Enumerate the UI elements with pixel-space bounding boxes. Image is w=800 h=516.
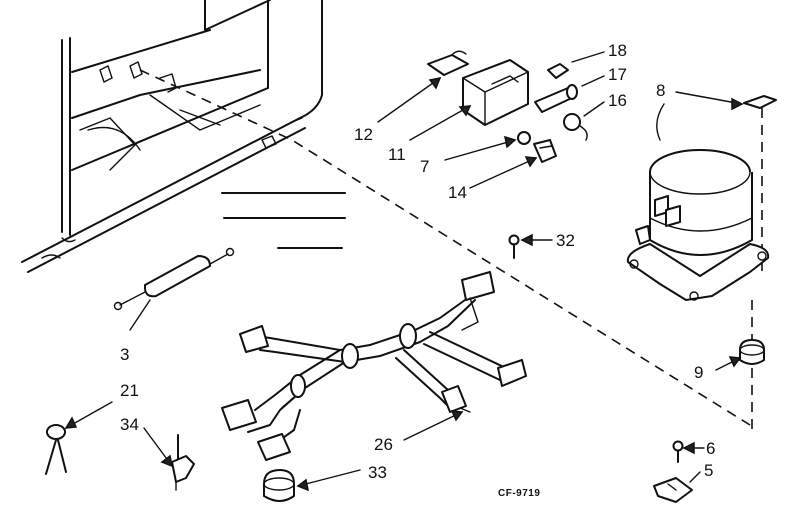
arrowhead-12	[428, 76, 442, 90]
part-label-16: 16	[608, 91, 627, 110]
arrowhead-34	[160, 454, 174, 468]
arrowhead-33	[296, 478, 310, 492]
leader-line-8-compressor	[656, 103, 665, 141]
plug-part-21	[45, 424, 67, 475]
wire-loop-part	[563, 113, 588, 141]
motion-lines	[221, 192, 346, 249]
bracket-part-34	[171, 434, 195, 491]
arrowhead-11	[458, 105, 472, 117]
part-label-14: 14	[448, 183, 467, 202]
screw-part-32	[508, 234, 520, 259]
compressor-part	[626, 149, 770, 301]
drawing-code: CF-9719	[498, 488, 540, 499]
leader-line-12	[377, 77, 441, 123]
part-label-32: 32	[556, 231, 575, 250]
arrowhead-7	[504, 135, 517, 149]
leader-line-8	[675, 91, 743, 105]
part-label-17: 17	[608, 65, 627, 84]
grommet-part-33	[263, 469, 295, 502]
part-label-11: 11	[388, 145, 406, 164]
terminal-part	[533, 139, 557, 163]
part-label-12: 12	[354, 125, 373, 144]
leader-line-5	[689, 471, 701, 483]
grommet-part-9	[739, 339, 765, 365]
arrowhead-9	[728, 356, 742, 368]
leader-line-17	[581, 75, 605, 87]
leader-line-7	[444, 139, 516, 161]
leader-line-16	[583, 101, 605, 117]
small-cap-part	[547, 63, 569, 79]
leader-line-3	[129, 299, 151, 331]
part-label-8: 8	[656, 81, 665, 100]
arrowhead-32	[520, 233, 533, 247]
arrowhead-6	[682, 441, 695, 455]
bracket-clip-part	[427, 50, 469, 76]
clip-part-5	[653, 477, 693, 503]
part-label-9: 9	[694, 363, 703, 382]
leader-line-14	[469, 157, 537, 189]
refrigerator-cabinet	[21, 0, 323, 273]
part-label-7: 7	[420, 157, 429, 176]
wiring-harness-part	[221, 271, 527, 461]
part-label-3: 3	[120, 345, 129, 364]
part-label-34: 34	[120, 415, 139, 434]
relay-cover-part	[462, 59, 529, 126]
overload-part	[517, 131, 531, 145]
capacitor-part	[113, 247, 235, 311]
part-label-18: 18	[608, 41, 627, 60]
arrowhead-21	[64, 416, 78, 429]
part-label-33: 33	[368, 463, 387, 482]
leader-line-11	[409, 105, 471, 141]
screw-part-6	[672, 440, 684, 463]
leader-line-33	[297, 469, 361, 487]
mounting-clip-part	[743, 95, 777, 109]
assembly-line-main	[139, 69, 751, 426]
leader-line-18	[571, 51, 605, 63]
part-label-26: 26	[374, 435, 393, 454]
part-label-5: 5	[704, 461, 713, 480]
part-label-21: 21	[120, 381, 139, 400]
arrowhead-14	[524, 156, 538, 168]
tube-part	[534, 84, 578, 113]
arrowhead-8	[731, 97, 744, 111]
part-label-6: 6	[706, 439, 715, 458]
arrowhead-26	[450, 410, 464, 422]
leader-line-26	[403, 411, 463, 441]
